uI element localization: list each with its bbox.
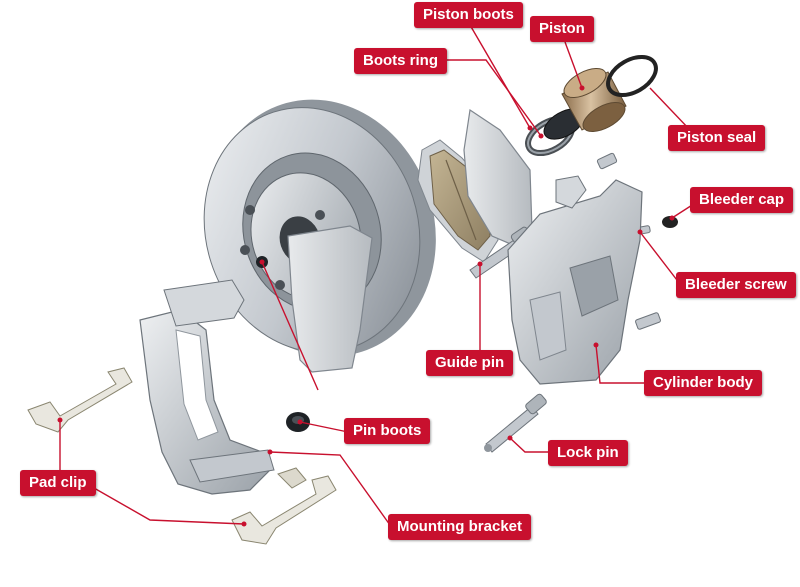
cylinder-body <box>507 175 643 385</box>
label-bleeder-screw: Bleeder screw <box>676 272 796 298</box>
wheel-stud <box>245 205 255 215</box>
label-lock-pin: Lock pin <box>548 440 628 466</box>
label-piston: Piston <box>530 16 594 42</box>
lock-pin <box>484 393 547 453</box>
label-guide-pin: Guide pin <box>426 350 514 376</box>
pad-clip-lower <box>231 467 337 545</box>
brake-pad <box>417 139 499 263</box>
label-piston-boots: Piston boots <box>414 2 523 28</box>
label-pin-boots: Pin boots <box>344 418 431 444</box>
caliper-bolt-lower <box>635 312 661 330</box>
pad-clip-upper <box>27 367 133 433</box>
piston-seal <box>606 55 658 98</box>
leader-dots <box>57 85 675 527</box>
label-bleeder-cap: Bleeder cap <box>690 187 794 213</box>
shim-plate-front <box>287 225 373 373</box>
label-boots-ring: Boots ring <box>354 48 447 74</box>
wheel-stud <box>275 280 285 290</box>
wheel-stud <box>315 210 325 220</box>
brake-disc <box>203 99 436 357</box>
wheel-stud <box>240 245 250 255</box>
label-mounting-bracket: Mounting bracket <box>388 514 532 540</box>
label-pad-clip: Pad clip <box>20 470 96 496</box>
mounting-bracket <box>139 279 275 495</box>
caliper-bolt-upper <box>596 152 618 170</box>
label-piston-seal: Piston seal <box>668 125 766 151</box>
label-cylinder-body: Cylinder body <box>644 370 763 396</box>
